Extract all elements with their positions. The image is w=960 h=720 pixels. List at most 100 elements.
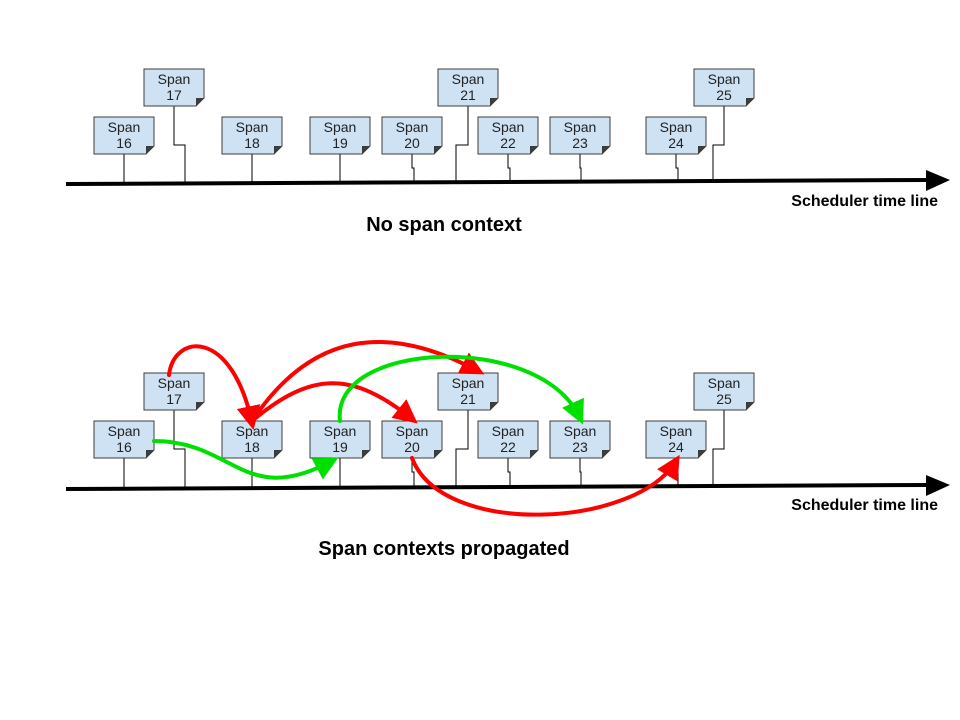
- span-note-label: Span: [492, 423, 525, 439]
- span-note-label: Span: [108, 423, 141, 439]
- note-fold: [196, 98, 204, 106]
- span-note-label: Span: [236, 119, 269, 135]
- timeline-arrowhead: [926, 475, 950, 496]
- span-note-number: 16: [116, 439, 132, 455]
- note-fold: [362, 146, 370, 154]
- scheduler-timeline-line: [65, 483, 929, 491]
- note-fold: [602, 146, 610, 154]
- span-connector: [173, 410, 186, 488]
- panel-caption: No span context: [366, 214, 522, 236]
- timeline-label: Scheduler time line: [791, 193, 938, 210]
- span-note-label: Span: [660, 119, 693, 135]
- span-connector: [675, 154, 679, 183]
- propagation-arrow-20-to-24: [410, 454, 680, 517]
- span-note-number: 17: [166, 87, 182, 103]
- span-note-label: Span: [564, 119, 597, 135]
- note-fold: [530, 146, 538, 154]
- note-fold: [434, 146, 442, 154]
- span-connector: [455, 106, 469, 183]
- span-note-number: 18: [244, 135, 260, 151]
- span-note-label: Span: [108, 119, 141, 135]
- span-note-label: Span: [158, 375, 191, 391]
- note-fold: [602, 450, 610, 458]
- span-note-number: 20: [404, 439, 420, 455]
- span-note-number: 25: [716, 87, 732, 103]
- span-note-number: 19: [332, 135, 348, 151]
- note-fold: [530, 450, 538, 458]
- timeline-label: Scheduler time line: [791, 497, 938, 514]
- span-note-label: Span: [660, 423, 693, 439]
- span-note-label: Span: [324, 119, 357, 135]
- span-note-label: Span: [452, 375, 485, 391]
- note-fold: [746, 402, 754, 410]
- note-fold: [434, 450, 442, 458]
- note-fold: [196, 402, 204, 410]
- span-connector: [712, 106, 725, 183]
- span-note-label: Span: [708, 375, 741, 391]
- span-note-label: Span: [396, 119, 429, 135]
- panel-caption: Span contexts propagated: [318, 538, 569, 560]
- note-fold: [698, 146, 706, 154]
- span-note-label: Span: [236, 423, 269, 439]
- note-fold: [746, 98, 754, 106]
- span-connector: [411, 458, 415, 488]
- span-note-number: 16: [116, 135, 132, 151]
- note-fold: [490, 98, 498, 106]
- note-fold: [490, 402, 498, 410]
- span-note-label: Span: [492, 119, 525, 135]
- note-fold: [274, 450, 282, 458]
- note-fold: [146, 146, 154, 154]
- span-note-number: 18: [244, 439, 260, 455]
- propagation-arrow-17-to-18: [167, 344, 261, 431]
- span-note-label: Span: [708, 71, 741, 87]
- span-connector: [455, 410, 469, 488]
- span-connector: [579, 154, 582, 183]
- panel-span-contexts-propagated: Span16Span17Span18Span19Span20Span21Span…: [65, 340, 950, 560]
- span-note-number: 24: [668, 135, 684, 151]
- span-connector: [579, 458, 582, 488]
- span-connector: [712, 410, 725, 488]
- span-note-number: 19: [332, 439, 348, 455]
- span-note-label: Span: [396, 423, 429, 439]
- span-note-label: Span: [158, 71, 191, 87]
- panel-no-span-context: Span16Span17Span18Span19Span20Span21Span…: [65, 68, 950, 236]
- span-note-number: 22: [500, 135, 516, 151]
- propagation-arrow-19-to-23: [337, 354, 584, 425]
- span-note-number: 24: [668, 439, 684, 455]
- span-note-number: 21: [460, 391, 476, 407]
- span-note-label: Span: [452, 71, 485, 87]
- span-connector: [507, 154, 511, 183]
- span-note-number: 22: [500, 439, 516, 455]
- span-note-number: 21: [460, 87, 476, 103]
- span-note-number: 23: [572, 439, 588, 455]
- span-note-number: 17: [166, 391, 182, 407]
- span-note-number: 20: [404, 135, 420, 151]
- span-note-label: Span: [324, 423, 357, 439]
- span-note-label: Span: [564, 423, 597, 439]
- scheduler-timeline-line: [65, 178, 929, 186]
- span-note-number: 25: [716, 391, 732, 407]
- span-connector: [173, 106, 186, 183]
- timeline-arrowhead: [926, 170, 950, 191]
- note-fold: [146, 450, 154, 458]
- span-note-number: 23: [572, 135, 588, 151]
